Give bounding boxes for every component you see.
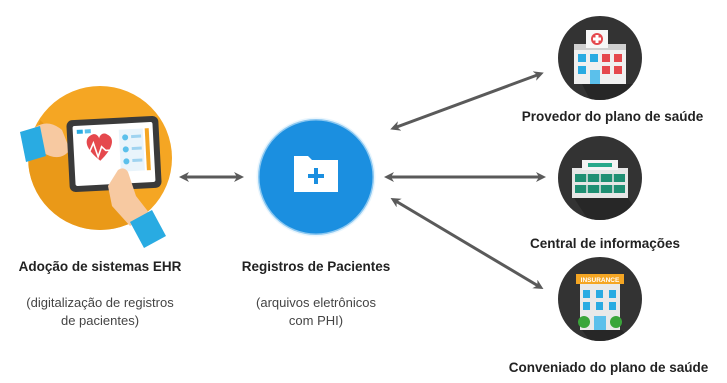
insurance-building-icon	[558, 257, 642, 341]
records-subtitle-line1: (arquivos eletrônicos	[256, 295, 376, 310]
arrow-records-insurer	[390, 197, 544, 290]
ehr-subtitle-line1: (digitalização de registros	[26, 295, 174, 310]
records-subtitle-line2: com PHI)	[288, 313, 344, 328]
exchange-title: Central de informações	[529, 236, 681, 251]
exchange-building-icon	[558, 136, 642, 220]
ehr-subtitle-line2: de pacientes)	[60, 313, 140, 328]
records-folder-icon	[256, 117, 376, 237]
insurer-title: Conveniado do plano de saúde	[508, 360, 709, 375]
insurance-sign-text: INSURANCE	[581, 277, 620, 284]
arrow-records-provider	[390, 71, 544, 131]
records-title: Registros de Pacientes	[241, 259, 391, 274]
ehr-title: Adoção de sistemas EHR	[18, 259, 182, 274]
hospital-icon	[558, 16, 642, 100]
ehr-tablet-icon	[20, 86, 172, 248]
provider-title: Provedor do plano de saúde	[521, 109, 704, 124]
